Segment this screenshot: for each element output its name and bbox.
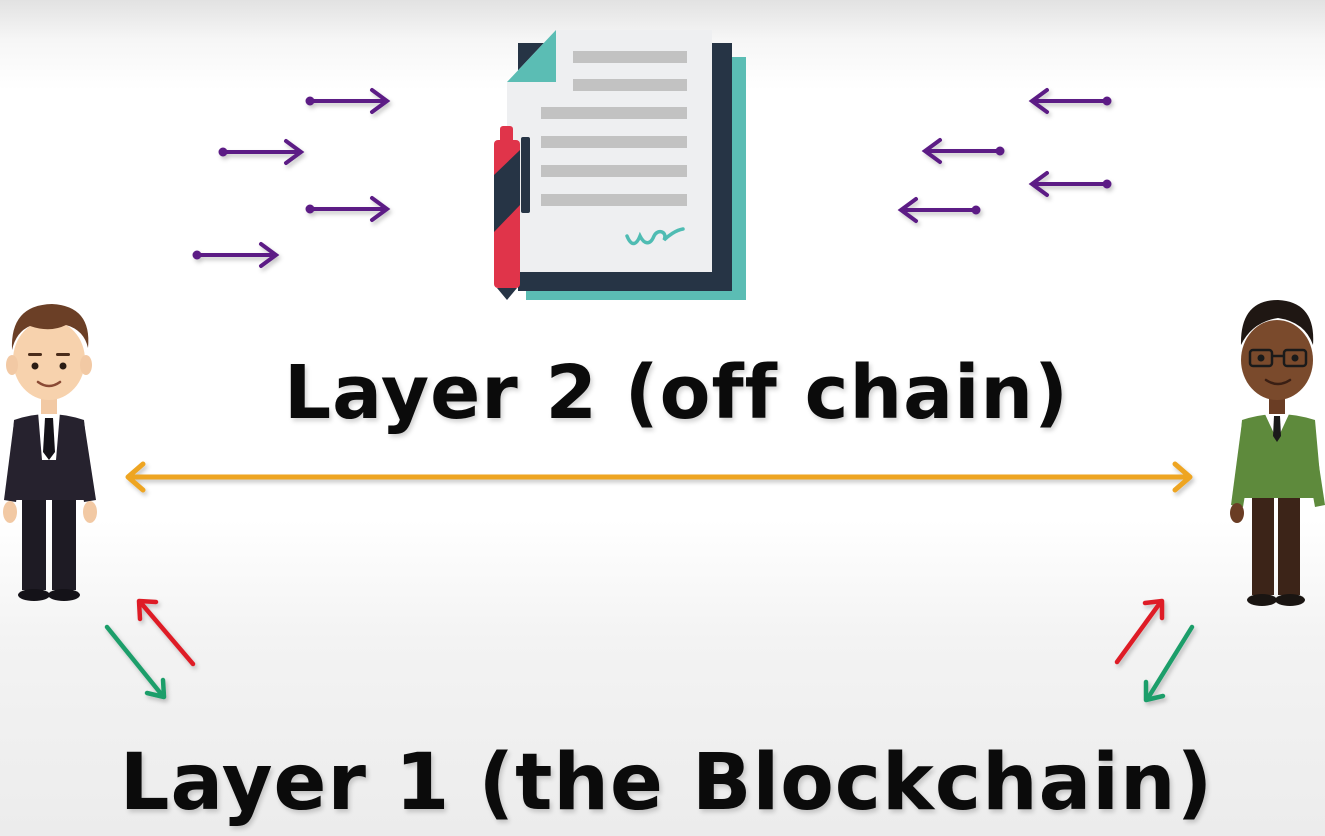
purple-arrow-left-4 <box>897 197 981 223</box>
left-green-arrow-down <box>104 624 167 700</box>
purple-arrow-left-3 <box>1028 171 1112 197</box>
document-text-lines <box>541 51 687 206</box>
man-in-green-sweater-icon <box>1230 300 1325 606</box>
signature-icon <box>625 227 685 246</box>
layer-2-label: Layer 2 (off chain) <box>284 350 1069 436</box>
right-green-arrow-down <box>1143 624 1195 703</box>
purple-arrow-left-2 <box>921 138 1005 164</box>
purple-arrow-right-1 <box>305 88 391 114</box>
left-onchain-arrows <box>104 598 196 700</box>
purple-arrows-left <box>897 88 1112 223</box>
right-red-arrow-up <box>1114 598 1165 665</box>
right-onchain-arrows <box>1114 598 1195 703</box>
purple-arrow-left-1 <box>1028 88 1112 114</box>
purple-arrow-right-2 <box>218 139 305 165</box>
purple-arrows-right <box>192 88 391 268</box>
payment-channel-arrow <box>125 461 1193 493</box>
purple-arrow-right-3 <box>305 196 391 222</box>
businessman-icon <box>3 304 97 601</box>
contract-document-icon <box>494 30 746 300</box>
purple-arrow-right-4 <box>192 242 280 268</box>
pen-icon <box>494 126 530 300</box>
left-red-arrow-up <box>136 598 196 667</box>
layer-1-label: Layer 1 (the Blockchain) <box>119 738 1214 828</box>
